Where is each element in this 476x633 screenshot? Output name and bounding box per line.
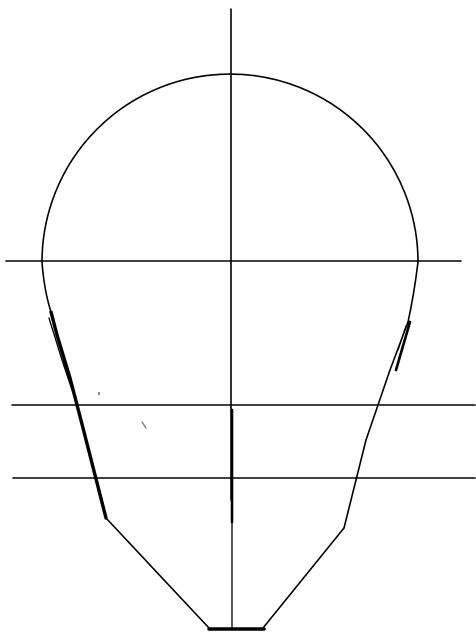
face-side-right [344, 322, 408, 528]
stray-stroke [142, 422, 146, 428]
cranium-circle [42, 74, 418, 262]
stray-mark [98, 392, 100, 395]
jaw-left [106, 518, 209, 628]
face-side-left [51, 312, 106, 518]
face-side-right-upper [408, 262, 418, 322]
face-side-left-upper [42, 262, 51, 312]
jaw-right [263, 528, 344, 628]
face-side-right-mark [396, 322, 410, 370]
